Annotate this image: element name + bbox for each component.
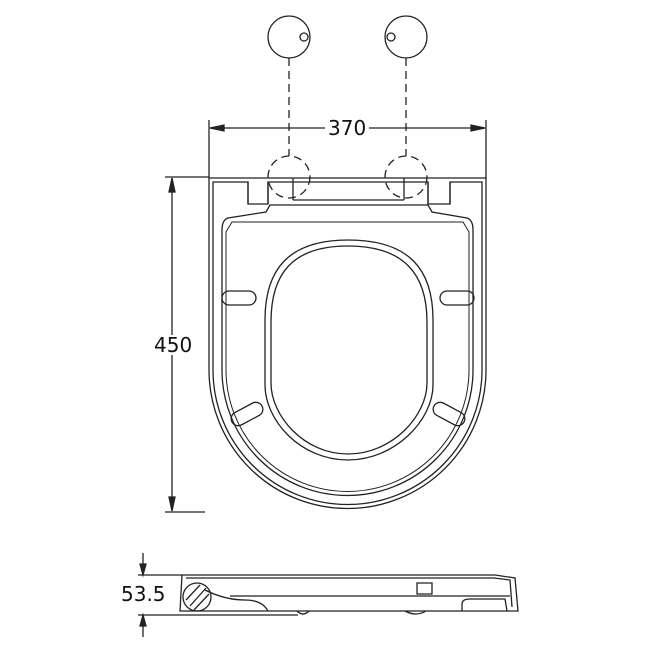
seat-side-profile — [179, 574, 519, 615]
height-dimension-label: 53.5 — [121, 582, 166, 606]
hinge-cap-right — [384, 15, 428, 59]
seat-buffers — [221, 290, 475, 427]
width-dimension-label: 370 — [325, 118, 370, 138]
height-dimension — [138, 553, 298, 637]
seat-plan-view — [208, 177, 487, 510]
length-dimension-label: 450 — [151, 335, 196, 355]
seat-opening — [264, 239, 434, 461]
hinge-cap-left — [267, 15, 311, 59]
projection-lines — [267, 58, 428, 199]
